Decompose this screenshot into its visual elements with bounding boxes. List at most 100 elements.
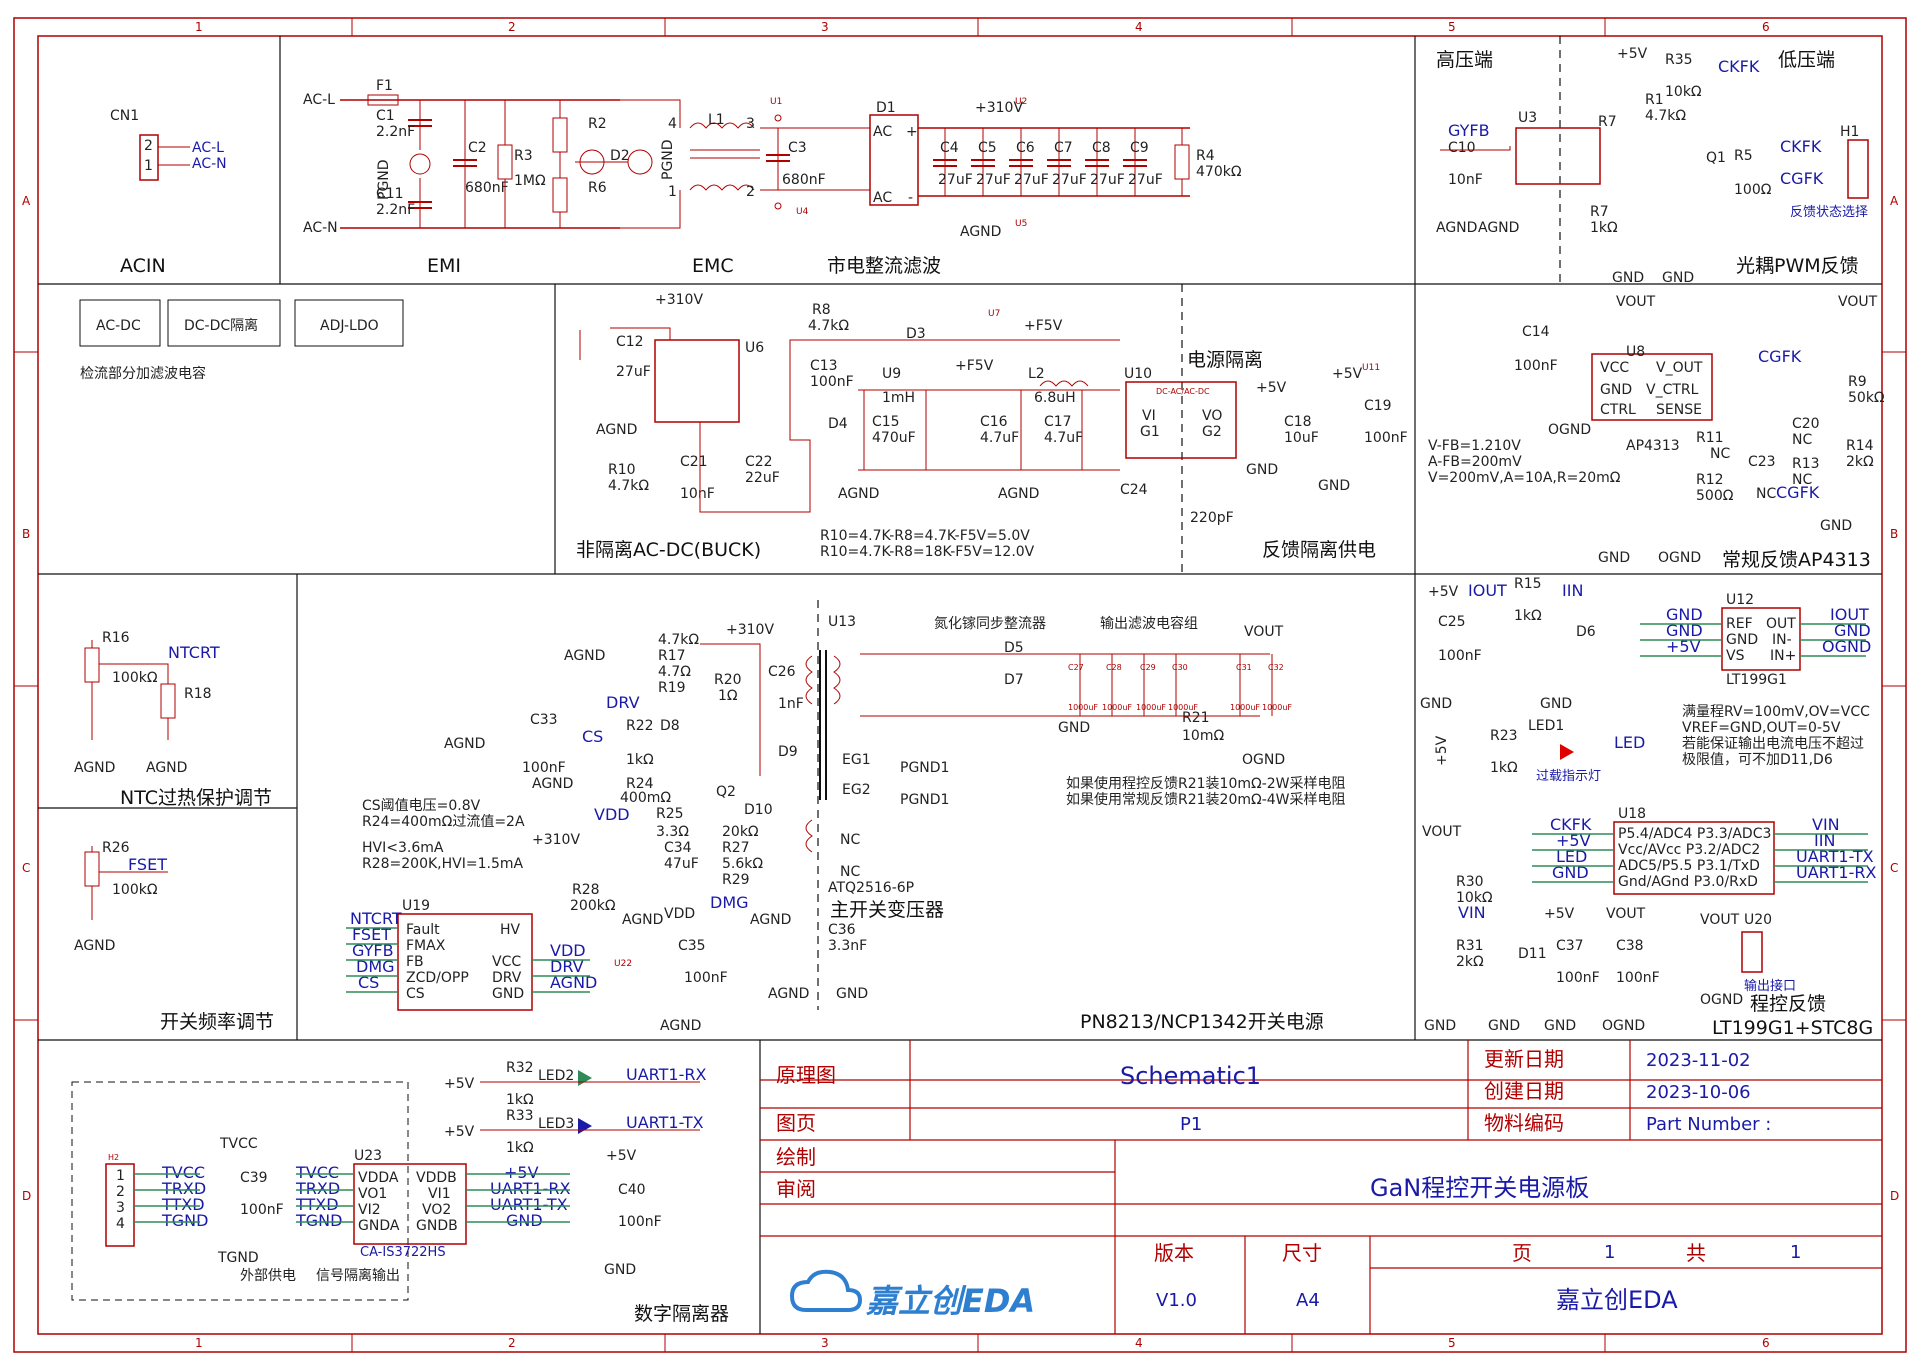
r12-value: 500Ω [1696,488,1734,504]
section-acin: ACIN [120,255,166,277]
c23-label: C23 [1748,454,1776,470]
ext-power-label: 外部供电 [240,1268,296,1284]
svg-text:2: 2 [746,184,755,200]
agnd-main-4: AGND [622,912,663,928]
svg-text:CTRL: CTRL [1600,402,1636,418]
cn1-connector: CN1 2 1 AC-L AC-N [110,108,227,181]
u2-label: U2 [1015,97,1027,107]
ntcrt-net: NTCRT [168,643,220,662]
c32-label: C32 [1268,663,1284,672]
svg-text:3: 3 [746,116,755,132]
ntcrt-u19: NTCRT [350,909,402,928]
acl-net: AC-L [303,92,335,108]
agnd-opto-1: AGND [1436,220,1477,236]
row-d-left: D [22,1189,31,1203]
svg-text:GNDA: GNDA [358,1218,400,1234]
c38-value: 100nF [1616,970,1660,986]
r20-value: 1Ω [718,688,738,704]
vout-c38: VOUT [1606,906,1646,922]
p5v-iso: +5V [1256,380,1287,396]
svg-text:VDDB: VDDB [416,1170,457,1186]
r7-value: 1kΩ [1590,220,1618,236]
r4-value: 470kΩ [1196,164,1242,180]
c3-label: C3 [788,140,807,156]
fb-select-label: 反馈状态选择 [1790,205,1868,220]
uart-leds: +5V R32 1kΩ LED2 UART1-RX +5V R33 1kΩ LE… [444,1060,706,1156]
buck-note-1: R10=4.7K-R8=4.7K-F5V=5.0V [820,528,1030,544]
r20-label: R20 [714,672,742,688]
svg-text:IN+: IN+ [1770,648,1796,664]
c31-value: 1000uF [1230,703,1260,712]
rectifier-bridge: D1 AC AC + - +310V U2 U5 AGND [869,97,1190,240]
agnd-ntc-1: AGND [74,760,115,776]
tvcc-h2: TVCC [161,1163,205,1182]
r27-value: 20kΩ [722,824,759,840]
ognd-u20: OGND [1700,992,1743,1008]
d9-label: D9 [778,744,798,760]
size-value: A4 [1296,1290,1320,1311]
cgfk-net: CGFK [1780,169,1824,188]
r12-label: R12 [1696,472,1724,488]
r26-value: 100kΩ [112,882,158,898]
p5v-led: +5V [1434,735,1450,766]
gnd-opto-2: GND [1662,270,1694,286]
column-markers: 1 2 3 4 5 6 1 2 3 4 5 6 [195,18,1770,1352]
inner-frame [37,35,1883,1335]
c30-value: 1000uF [1168,703,1198,712]
c40-cap: +5V C40 100nF GND [604,1148,662,1278]
gnd-out: GND [1058,720,1090,736]
c34-label: C34 [664,840,692,856]
cs-net: CS [582,727,603,746]
gan-sync-label: 氮化镓同步整流器 [934,616,1046,632]
emc-choke: 4 1 L1 3 2 C3 680nF U1 U4 [620,97,870,229]
r15-value: 1kΩ [1514,608,1542,624]
vdd-net: VDD [594,805,630,824]
mcu-u18: U18 P5.4/ADC4 P3.3/ADC3 Vcc/AVcc P3.2/AD… [1532,806,1876,895]
r7-label: R7 [1598,114,1617,130]
d2-label: D2 [610,148,630,164]
tgnd-h2: TGND [161,1211,208,1230]
c10-value: 10nF [1448,172,1483,188]
svg-text:REF: REF [1726,616,1753,632]
overload-label: 过载指示灯 [1536,769,1601,784]
lt-note-3: 若能保证输出电流电压不超过 [1682,736,1864,752]
r24-value: 400mΩ [620,790,671,806]
l1-label: L1 [708,112,725,128]
c22-value: 22uF [745,470,780,486]
d8-label: D8 [660,718,680,734]
r18-label: R18 [184,686,212,702]
col-3-top: 3 [821,20,829,34]
svg-text:1: 1 [668,184,677,200]
c3-value: 680nF [782,172,826,188]
gnd-mcu: GND [1552,863,1589,882]
r23-value: 1kΩ [1490,760,1518,776]
p5v-c40: +5V [606,1148,637,1164]
c34-value: 47uF [664,856,699,872]
tgnd-c39: TGND [217,1250,259,1266]
c2-label: C2 [468,140,487,156]
vout-out: VOUT [1244,624,1284,640]
row-c-left: C [22,861,30,875]
gnd-cs-2: GND [1540,696,1572,712]
c37-value: 100nF [1556,970,1600,986]
svg-text:ADC5/P5.5 P3.1/TxD: ADC5/P5.5 P3.1/TxD [1618,858,1760,874]
c11-value: 2.2nF [376,202,415,218]
r14-value: 2kΩ [1846,454,1874,470]
bulk-capacitors: C4 C5 C6 C7 C8 C9 27uF 27uF 27uF 27uF 27… [933,128,1242,196]
svg-text:AC: AC [873,190,892,206]
u18-label: U18 [1618,806,1646,822]
p5v-c37: +5V [1544,906,1575,922]
c36-label: C36 [828,922,856,938]
p310-main: +310V [726,622,774,638]
c29-value: 1000uF [1136,703,1166,712]
r1-label: R1 [1645,92,1664,108]
cn1-label: CN1 [110,108,139,124]
h1-label: H1 [1840,124,1859,140]
section-feedback-isolated: 反馈隔离供电 [1262,539,1376,561]
svg-text:GNDB: GNDB [416,1218,458,1234]
u8-label: U8 [1626,344,1645,360]
c19-value: 100nF [1364,430,1408,446]
ognd-out: OGND [1242,752,1285,768]
c40-value: 100nF [618,1214,662,1230]
agnd-main-5: AGND [750,912,791,928]
